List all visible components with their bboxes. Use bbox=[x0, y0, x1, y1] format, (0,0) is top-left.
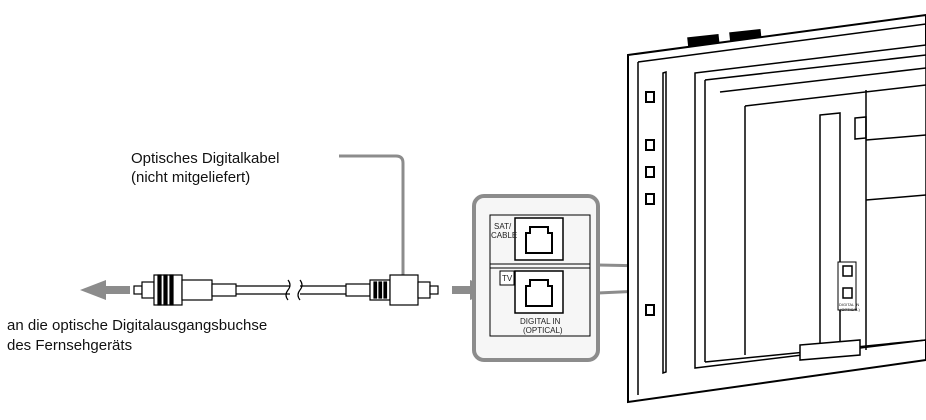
optical-cable bbox=[133, 274, 439, 306]
tv-label: TV bbox=[502, 274, 513, 283]
cable-label-line1: Optisches Digitalkabel bbox=[131, 150, 279, 167]
destination-label-line1: an die optische Digitalausgangsbuchse bbox=[7, 317, 267, 334]
device-digital-label: DIGITAL IN bbox=[839, 302, 859, 307]
optical-label: (OPTICAL) bbox=[523, 326, 563, 335]
connector-panel: SAT/ CABLE TV DIGITAL IN (OPTICAL) bbox=[472, 194, 600, 362]
sat-cable-jack bbox=[514, 217, 564, 261]
sat-label-line1: SAT/ bbox=[494, 222, 512, 231]
device-rear bbox=[627, 13, 926, 404]
cable-label-line2: (nicht mitgeliefert) bbox=[131, 169, 250, 186]
tv-jack: TV bbox=[499, 270, 564, 314]
sat-label-line2: CABLE bbox=[491, 231, 517, 240]
device-optical-label: (OPTICAL) bbox=[840, 307, 860, 312]
right-plug bbox=[345, 274, 439, 306]
left-arrow bbox=[80, 280, 130, 300]
digital-in-label: DIGITAL IN bbox=[520, 317, 561, 326]
destination-label-line2: des Fernsehgeräts bbox=[7, 337, 132, 354]
left-plug bbox=[133, 274, 237, 306]
cable-callout-line bbox=[339, 154, 405, 290]
